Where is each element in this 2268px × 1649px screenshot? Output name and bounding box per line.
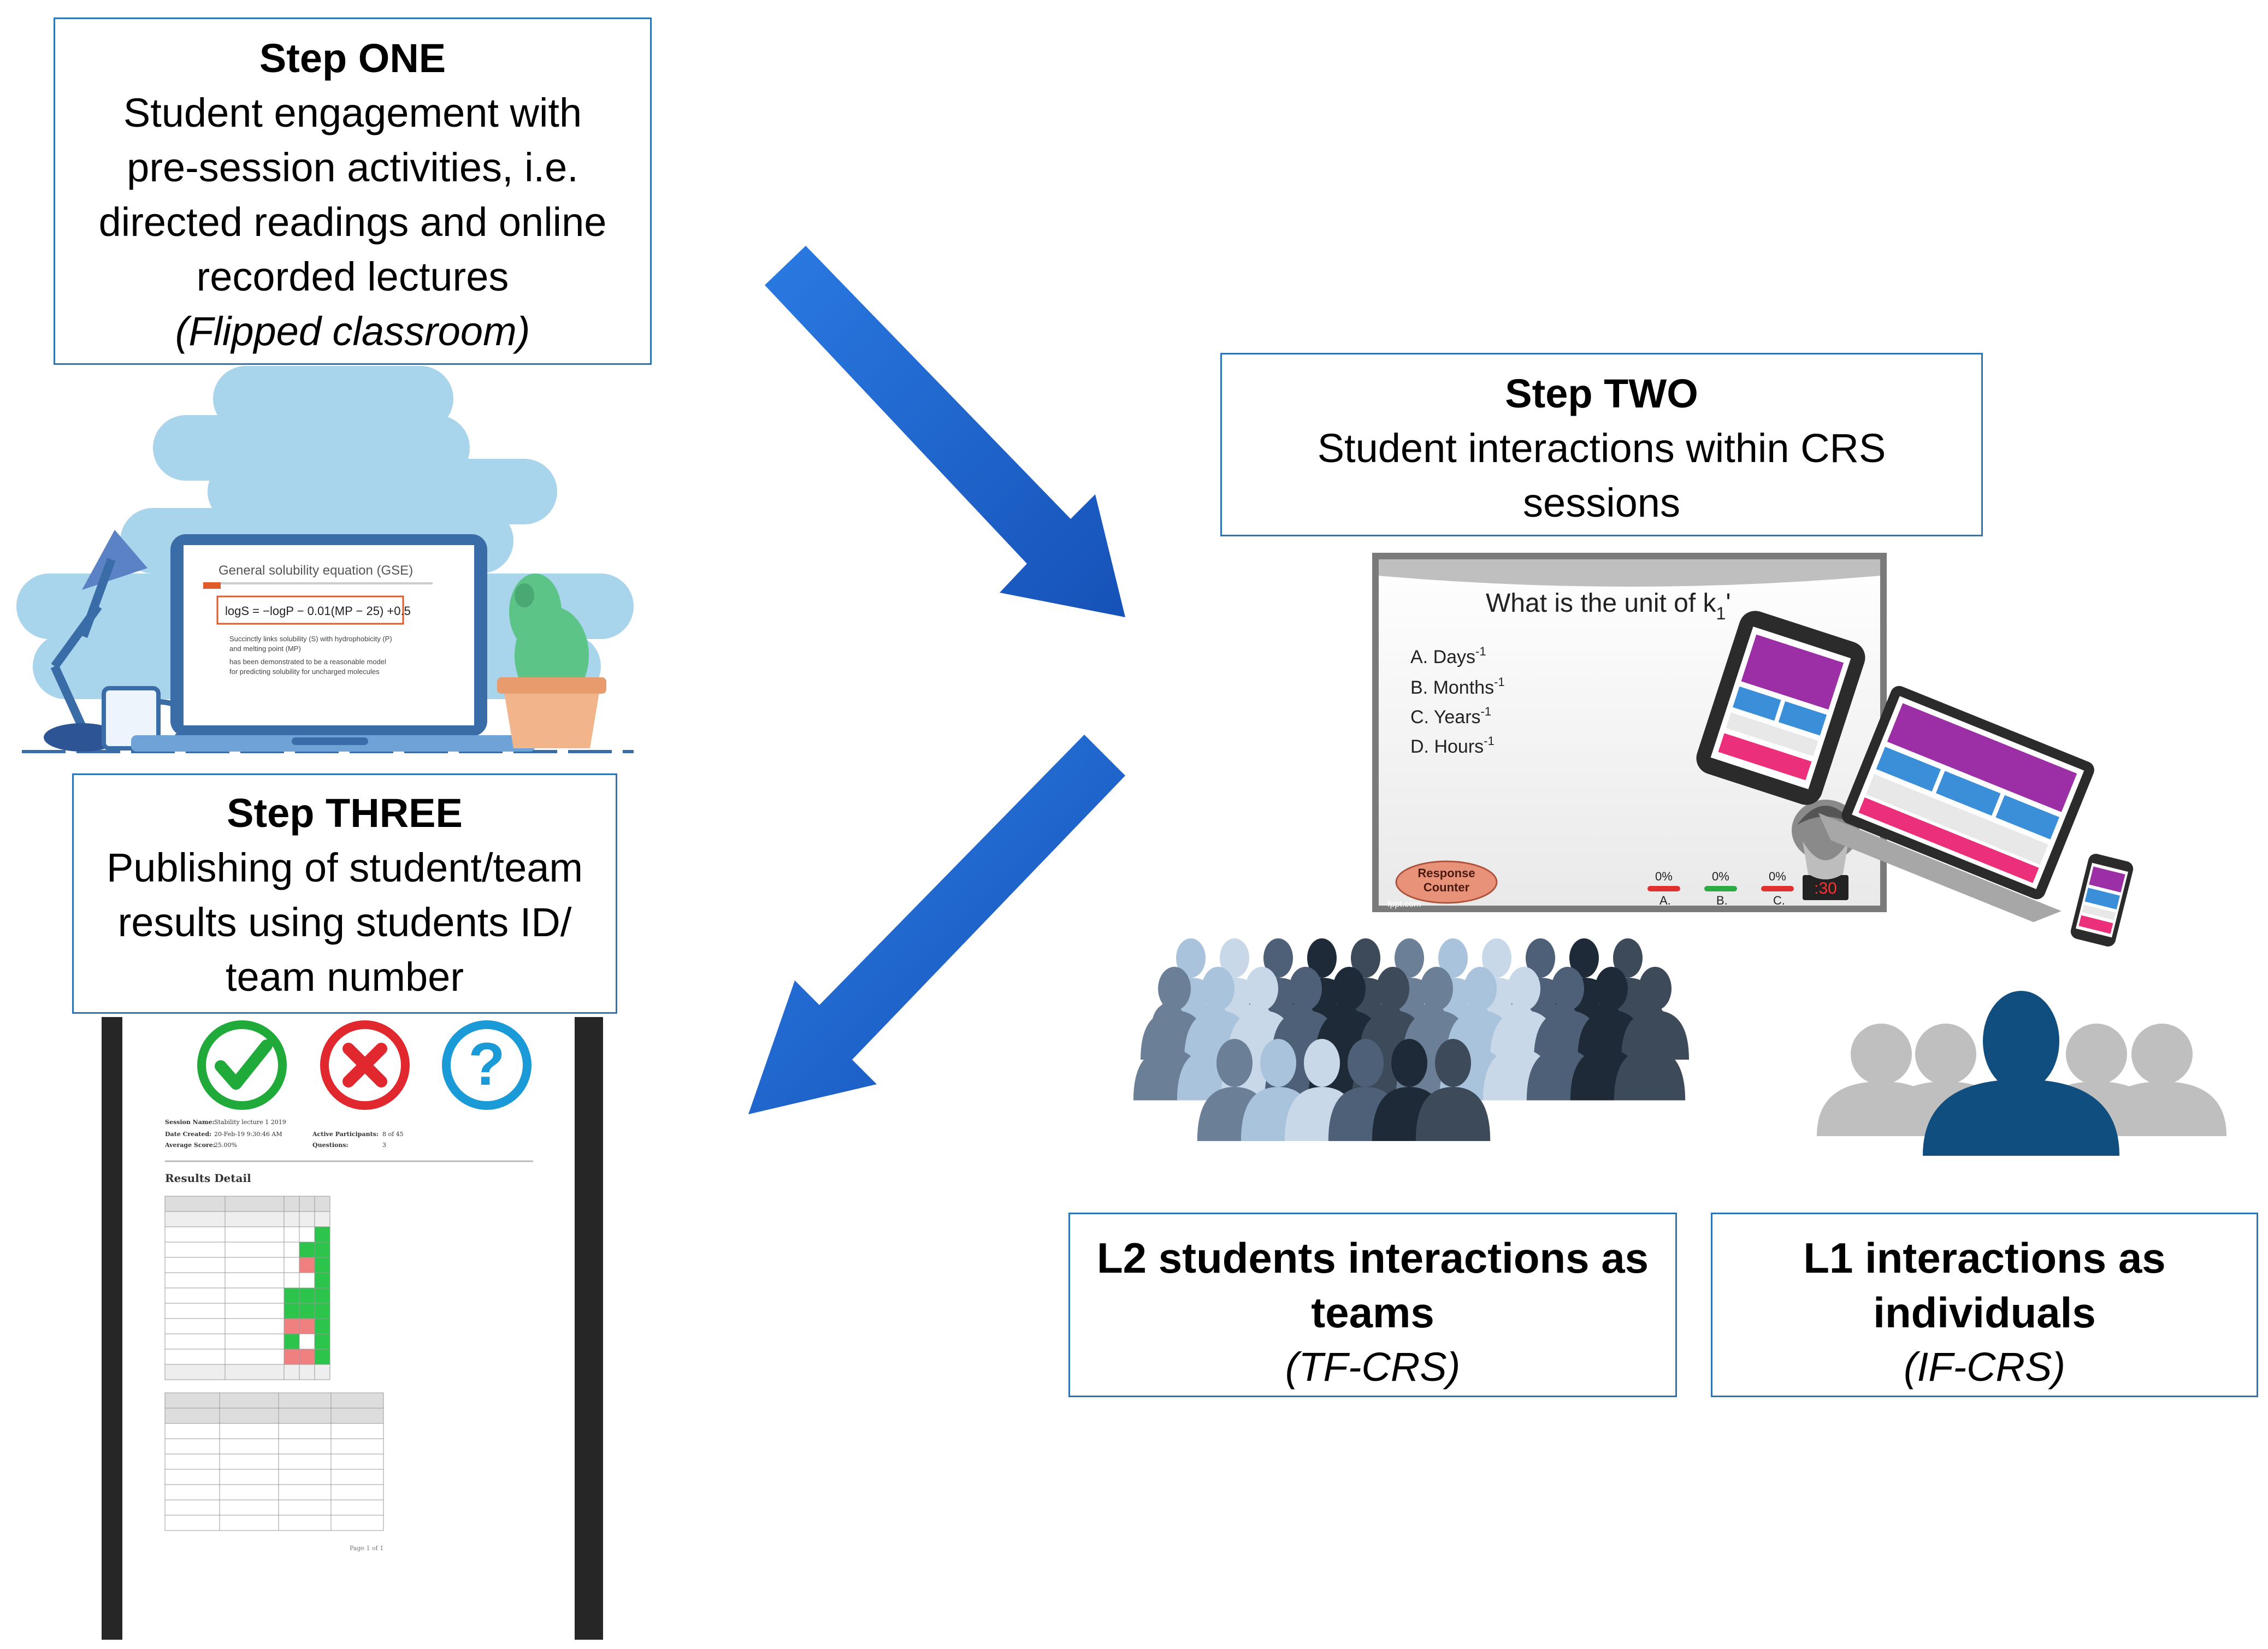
l1-title-line-1: L1 interactions as [1803, 1234, 2166, 1282]
svg-text:0%: 0% [1655, 870, 1673, 883]
individual-highlight-icon [1923, 991, 2119, 1156]
cross-icon [320, 1020, 410, 1110]
l2-title-line-2: teams [1311, 1289, 1434, 1337]
svg-text:8 of 45: 8 of 45 [382, 1131, 404, 1138]
svg-text:B.: B. [1716, 894, 1728, 907]
l2-title-line-1: L2 students interactions as [1097, 1234, 1649, 1282]
desk-lamp-icon [44, 530, 147, 752]
svg-text:0%: 0% [1769, 870, 1786, 883]
quiz-option-b: B. Months-1 [1410, 675, 1505, 698]
slide-source: fppt.com [1387, 900, 1421, 909]
step-one-line-4: recorded lectures [196, 254, 509, 299]
svg-text:Stability lecture 1 2019: Stability lecture 1 2019 [214, 1119, 286, 1126]
quiz-options: A. Days-1 B. Months-1 C. Years-1 D. Hour… [1410, 645, 1505, 757]
step-three-line-3: team number [226, 954, 464, 1000]
laptop-slide-title: General solubility equation (GSE) [218, 563, 413, 578]
phone-icon [2070, 854, 2134, 947]
step-three-title: Step THREE [227, 790, 463, 836]
step-three-line-1: Publishing of student/team [106, 845, 583, 890]
results-report-document: ? Session Name: Stability lecture 1 2019… [102, 1017, 603, 1640]
response-counter-badge [1395, 860, 1498, 904]
results-table [164, 1196, 330, 1380]
l1-individuals-box: L1 interactions as individuals (IF-CRS) [1711, 1213, 2258, 1397]
laptop-slide-bullet-2: has been demonstrated to be a reasonable… [229, 658, 386, 666]
step-two-line-1: Student interactions within CRS [1317, 425, 1886, 471]
step-three-line-2: results using students ID/ [117, 900, 572, 945]
svg-text:Questions:: Questions: [312, 1142, 349, 1149]
l2-note: (TF-CRS) [1285, 1344, 1461, 1390]
step-one-line-2: pre-session activities, i.e. [127, 145, 578, 190]
quiz-option-a: A. Days-1 [1410, 645, 1486, 667]
step-one-box: Step ONE Student engagement with pre-ses… [54, 17, 652, 365]
svg-text:Average Score:: Average Score: [164, 1142, 215, 1149]
svg-text:A.: A. [1659, 894, 1671, 907]
svg-text:Session Name:: Session Name: [165, 1119, 215, 1126]
svg-text:Date Created:: Date Created: [165, 1131, 211, 1138]
svg-text:25.00%: 25.00% [214, 1142, 237, 1149]
svg-text::30: :30 [1814, 879, 1837, 897]
laptop-slide: General solubility equation (GSE) logS =… [203, 563, 433, 676]
svg-text:?: ? [468, 1031, 505, 1098]
step-one-line-3: directed readings and online [98, 199, 607, 245]
step-one-title: Step ONE [259, 36, 446, 81]
svg-text:3: 3 [382, 1142, 386, 1149]
step-three-box: Step THREE Publishing of student/team re… [72, 773, 617, 1014]
quiz-question: What is the unit of k1' [1486, 589, 1731, 623]
svg-text:0%: 0% [1712, 870, 1729, 883]
question-icon: ? [442, 1020, 531, 1110]
report-footer: Page 1 of 1 [350, 1545, 383, 1552]
response-percents: 0% 0% 0% A. B. C. [1647, 870, 1794, 907]
flipped-classroom-illustration: General solubility equation (GSE) logS =… [16, 366, 634, 753]
laptop-slide-bullet-1: Succinctly links solubility (S) with hyd… [229, 635, 392, 643]
l2-teams-box: L2 students interactions as teams (TF-CR… [1068, 1213, 1677, 1397]
laptop-icon [131, 534, 535, 752]
quiz-option-d: D. Hours-1 [1410, 734, 1495, 757]
svg-text:Active Participants:: Active Participants: [312, 1131, 379, 1138]
svg-text:C.: C. [1773, 894, 1785, 907]
crowd-teams-icon [1133, 938, 1689, 1141]
quiz-option-c: C. Years-1 [1410, 705, 1491, 728]
arrow-step-one-to-two [765, 246, 1125, 617]
results-heading: Results Detail [165, 1172, 251, 1185]
step-two-title: Step TWO [1505, 371, 1698, 416]
laptop-slide-bullet-1b: and melting point (MP) [229, 645, 301, 653]
step-two-line-2: sessions [1523, 480, 1680, 525]
step-one-line-1: Student engagement with [123, 90, 582, 135]
step-two-box: Step TWO Student interactions within CRS… [1220, 353, 1983, 536]
check-icon [197, 1020, 287, 1110]
individuals-icon [1817, 991, 2226, 1156]
tablet-icon [1696, 611, 1865, 805]
l1-title-line-2: individuals [1873, 1289, 2096, 1337]
step-one-note: (Flipped classroom) [175, 309, 530, 354]
laptop-device-icon [1818, 685, 2094, 923]
arrow-step-two-to-three [748, 735, 1125, 1114]
laptop-slide-equation: logS = −logP − 0.01(MP − 25) +0.5 [225, 604, 411, 618]
l1-note: (IF-CRS) [1904, 1344, 2065, 1390]
scores-table [164, 1392, 384, 1531]
timer-display [1803, 875, 1848, 900]
cactus-icon [497, 574, 606, 748]
svg-text:Counter: Counter [1424, 880, 1470, 894]
svg-text:20-Feb-19 9:30:46 AM: 20-Feb-19 9:30:46 AM [214, 1131, 282, 1138]
laptop-slide-bullet-2b: for predicting solubility for uncharged … [229, 667, 380, 676]
svg-text:Response: Response [1418, 866, 1475, 880]
